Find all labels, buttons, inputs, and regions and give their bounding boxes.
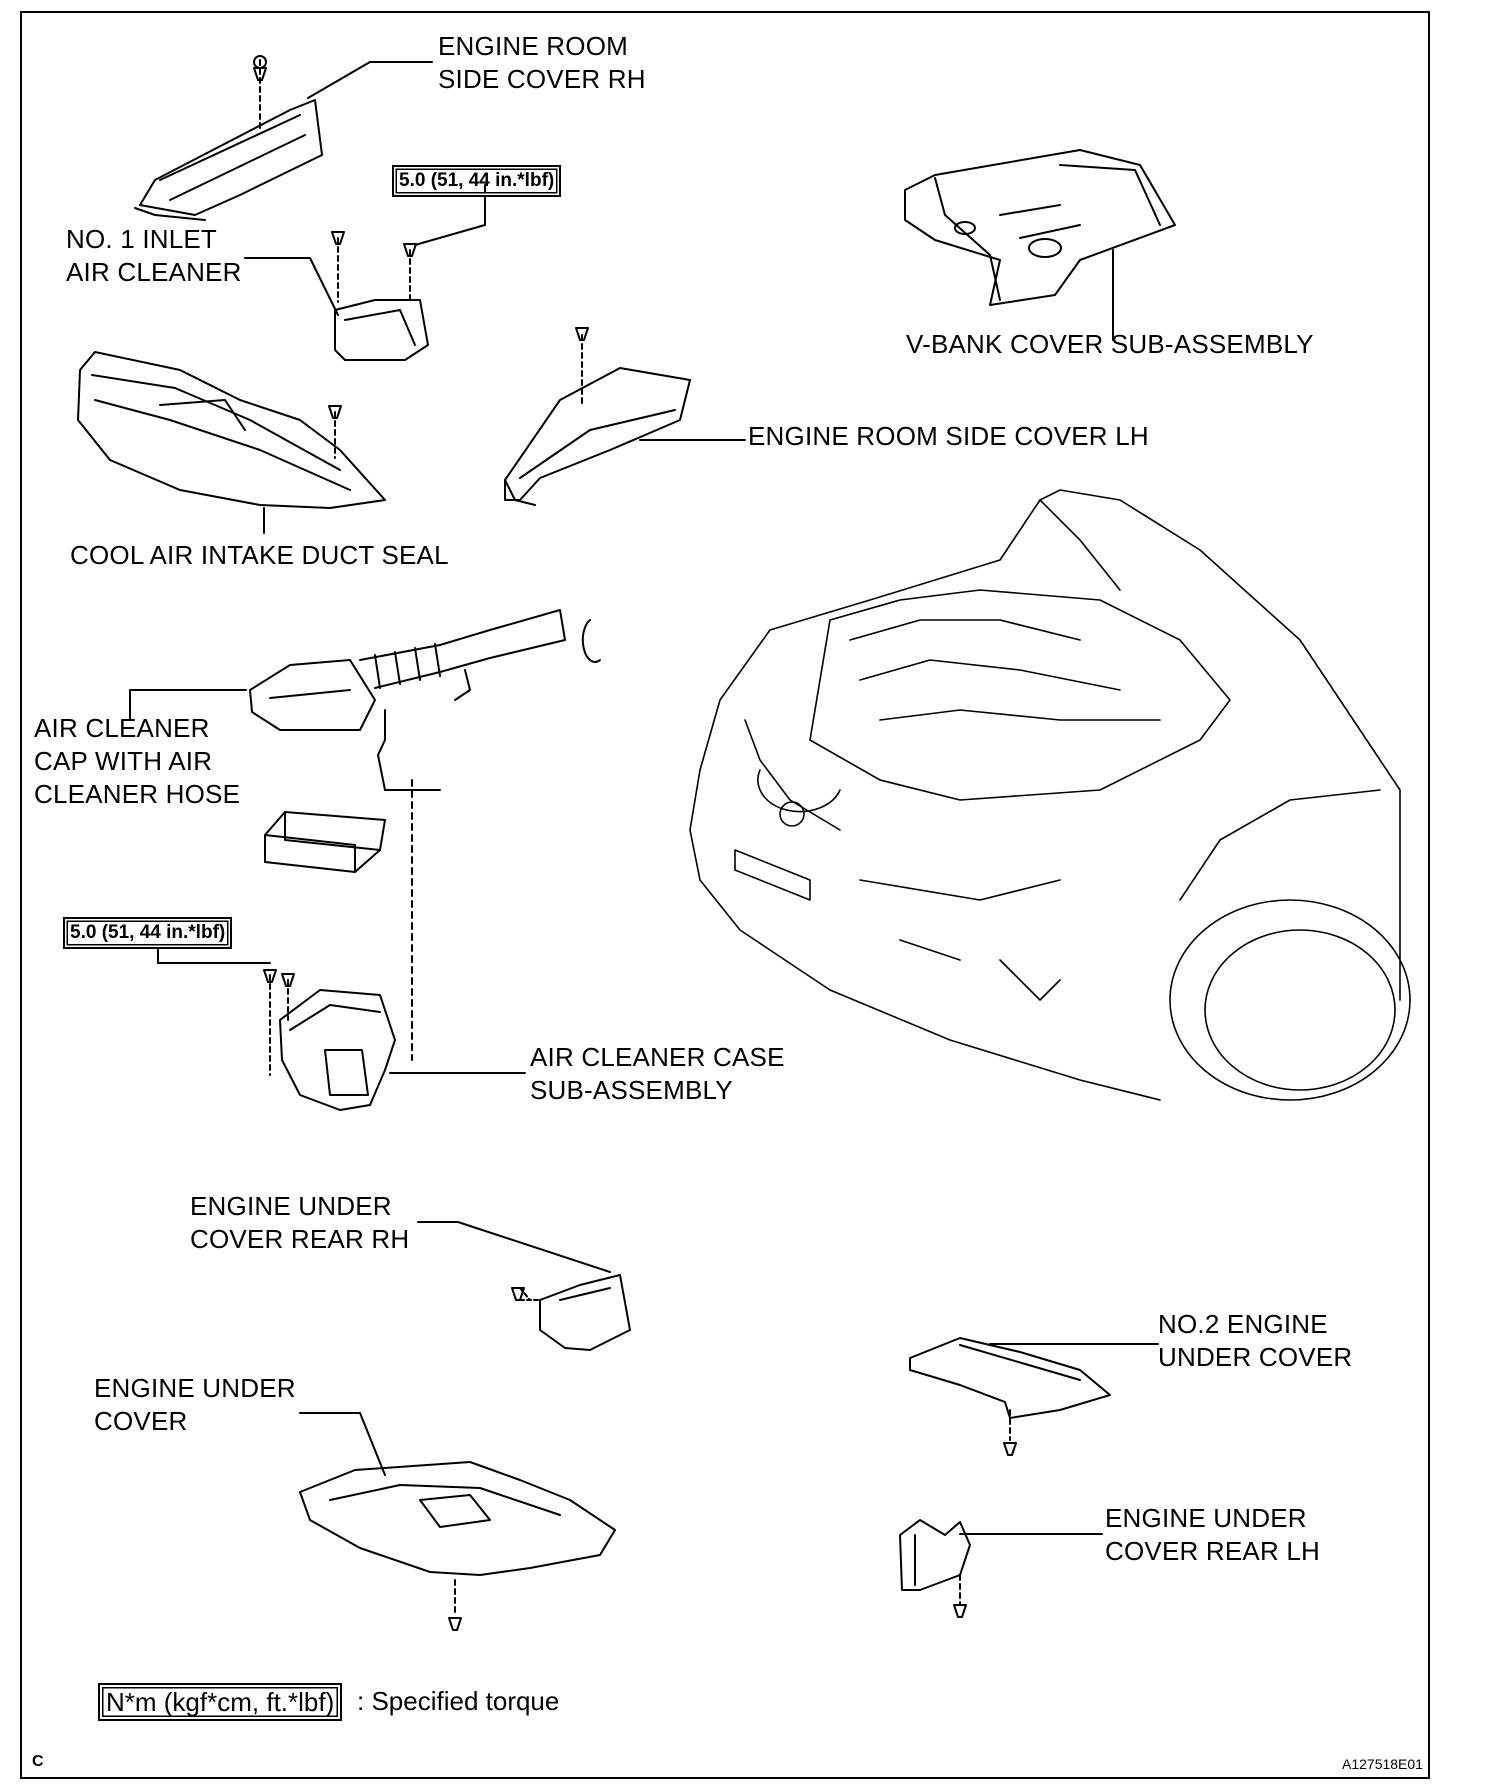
label-air-cleaner-case: AIR CLEANER CASE SUB-ASSEMBLY <box>530 1042 785 1105</box>
legend-torque-text: : Specified torque <box>357 1686 560 1716</box>
label-air-cleaner-cap: AIR CLEANER CAP WITH AIR CLEANER HOSE <box>34 713 241 809</box>
label-v-bank-cover: V-BANK COVER SUB-ASSEMBLY <box>906 329 1314 359</box>
label-engine-under-cover: ENGINE UNDER COVER <box>94 1373 296 1436</box>
engine-under-cover-rear-lh-part <box>899 1519 971 1618</box>
label-no2-engine-under-cover: NO.2 ENGINE UNDER COVER <box>1158 1309 1353 1372</box>
engine-under-cover-rear-rh-part <box>511 1274 631 1351</box>
torque-spec-case-bolt: 5.0 (51, 44 in.*lbf) <box>63 917 233 949</box>
engine-room-side-cover-rh-part <box>134 55 323 221</box>
label-engine-room-side-cover-rh: ENGINE ROOM SIDE COVER RH <box>438 31 646 94</box>
air-cleaner-cap-part <box>249 609 601 1061</box>
vehicle-front-outline <box>689 489 1411 1101</box>
v-bank-cover-part <box>904 149 1176 306</box>
label-engine-under-cover-rear-lh: ENGINE UNDER COVER REAR LH <box>1105 1503 1320 1566</box>
engine-under-cover-part <box>299 1461 616 1631</box>
label-cool-air-intake-duct-seal: COOL AIR INTAKE DUCT SEAL <box>70 540 449 570</box>
label-engine-room-side-cover-lh: ENGINE ROOM SIDE COVER LH <box>748 421 1149 451</box>
engine-room-side-cover-lh-part <box>504 327 691 506</box>
legend-torque-box: N*m (kgf*cm, ft.*lbf) <box>98 1683 343 1721</box>
air-cleaner-case-part <box>263 969 396 1111</box>
figure-code: A127518E01 <box>1342 1756 1423 1772</box>
leader-lines <box>129 61 1159 1535</box>
corner-letter: C <box>32 1753 44 1770</box>
diagram-frame <box>20 11 1430 1779</box>
air-filter-element-part <box>264 811 386 873</box>
no2-engine-under-cover-part <box>909 1337 1111 1456</box>
torque-spec-inlet-bolt: 5.0 (51, 44 in.*lbf) <box>392 165 562 197</box>
label-no1-inlet-air-cleaner: NO. 1 INLET AIR CLEANER <box>66 224 242 287</box>
no1-inlet-air-cleaner-part <box>331 231 429 361</box>
label-engine-under-cover-rear-rh: ENGINE UNDER COVER REAR RH <box>190 1191 410 1254</box>
cool-air-intake-duct-seal-part <box>77 351 386 509</box>
